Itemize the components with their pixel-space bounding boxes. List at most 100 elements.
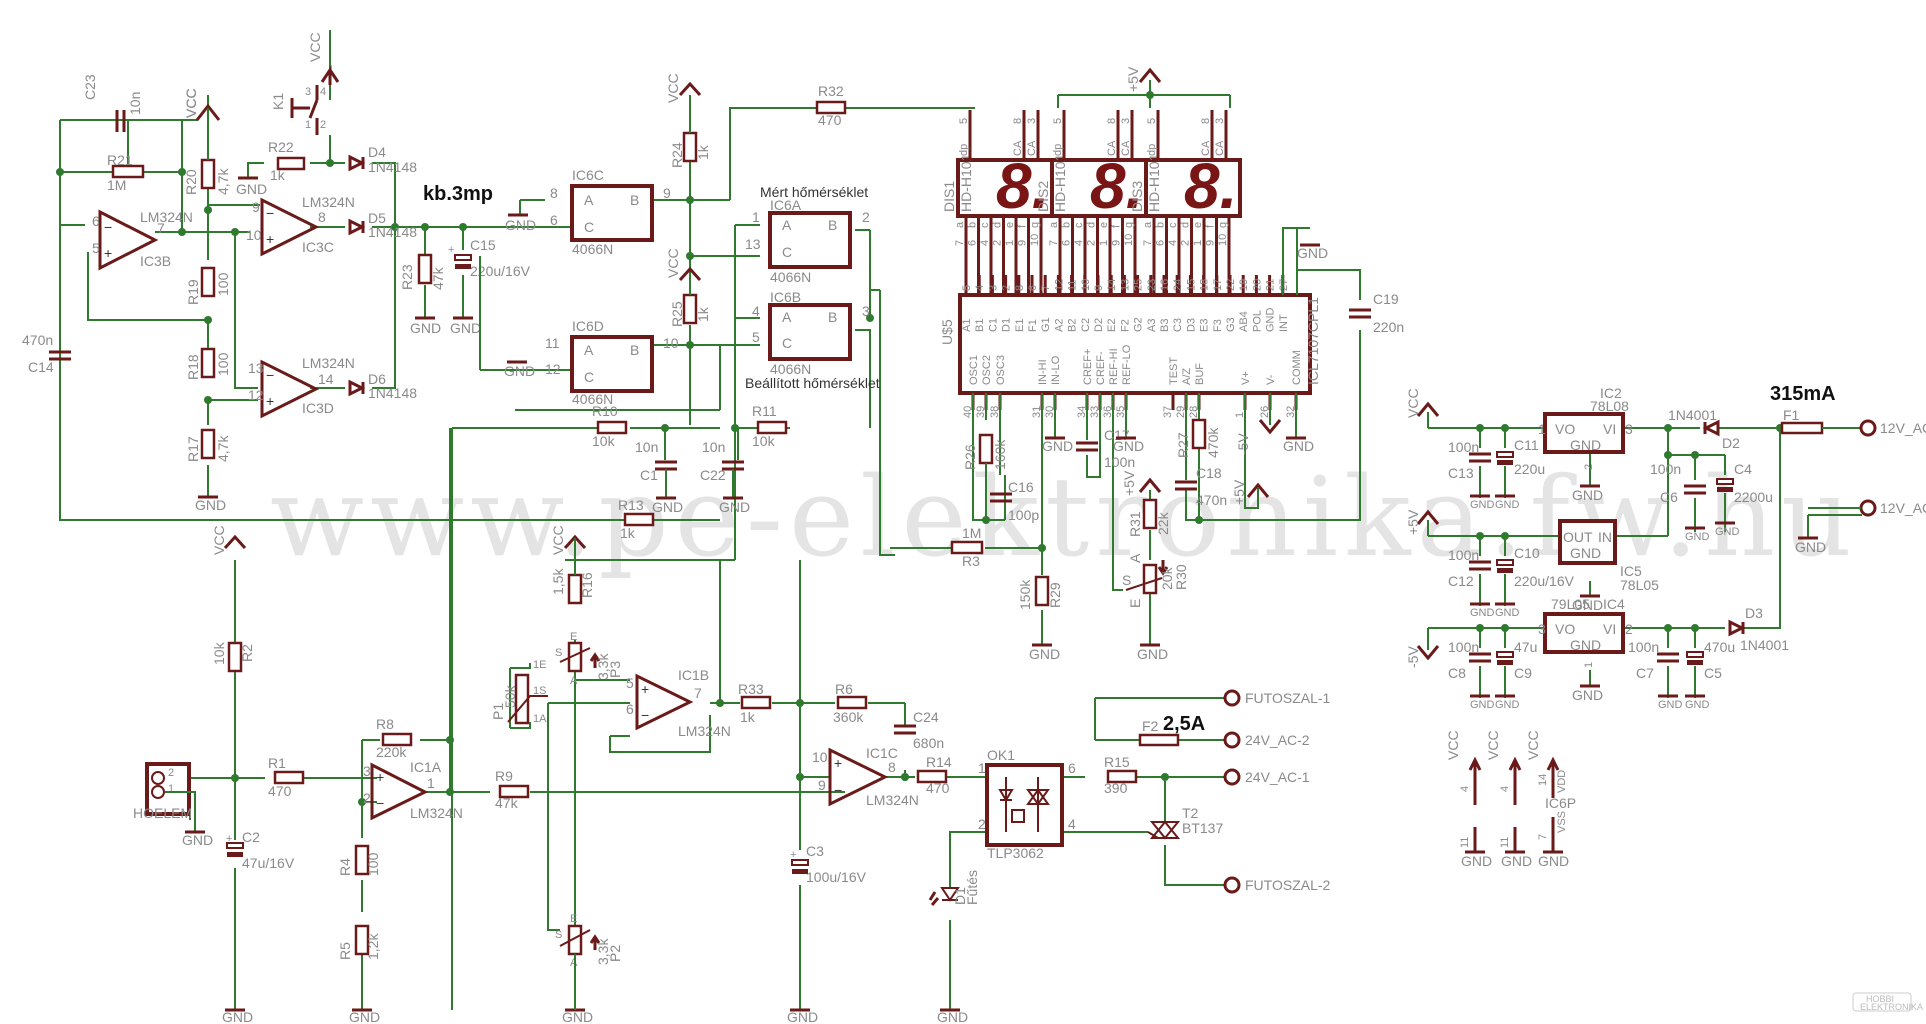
resistor-r10[interactable]: R10 10k — [592, 403, 628, 449]
capacitor-c18[interactable]: C18 470n — [1175, 465, 1227, 508]
diode-d2[interactable]: 1N4001 D2 — [1668, 407, 1740, 451]
diode-d3[interactable]: D3 1N4001 — [1728, 605, 1789, 653]
opamp-ic3b[interactable]: 6 5 7 LM324N IC3B −+ — [92, 209, 193, 271]
resistor-r11[interactable]: R11 10k — [752, 403, 788, 449]
resistor-r21[interactable]: R21 1M — [107, 152, 145, 193]
capacitor-c1[interactable]: 10n C1 GND — [635, 439, 683, 515]
resistor-r5[interactable]: R5 1,2k GND — [337, 924, 381, 1024]
regulator-ic4[interactable]: 79L05 IC4 3 2 1 VO VI GND GND — [1538, 596, 1633, 703]
diode-d6[interactable]: D6 1N4148 — [348, 371, 417, 401]
analog-switch-ic6a[interactable]: Mért hőmérséklet IC6A 4066N 1 13 2 A C B — [745, 184, 870, 285]
resistor-r20[interactable]: R20 4,7k VCC — [183, 88, 231, 195]
resistor-r8[interactable]: R8 220k — [376, 716, 413, 760]
capacitor-c23[interactable]: C23 10n — [82, 74, 143, 132]
resistor-r1[interactable]: R1 470 — [268, 755, 305, 799]
connector-futoszal-2[interactable]: FUTOSZAL-2 — [1223, 876, 1331, 894]
fuse-f2[interactable]: F2 2,5A — [1138, 713, 1205, 747]
digit-top-pin-label: CA — [1012, 140, 1024, 156]
capacitor-c15[interactable]: + C15 220u/16V GND — [448, 237, 531, 336]
diode-d5[interactable]: D5 1N4148 — [348, 210, 417, 240]
svg-text:OK1: OK1 — [987, 747, 1015, 763]
resistor-r13[interactable]: R13 1k — [618, 497, 655, 541]
svg-text:R9: R9 — [495, 768, 513, 784]
capacitor-c14[interactable]: 470n C14 — [22, 332, 71, 375]
trimmer-p3[interactable]: E S A 3,3k P3 — [555, 631, 623, 687]
capacitor-c3[interactable]: + C3 100u/16V GND — [787, 843, 867, 1024]
resistor-r19[interactable]: R19 100 — [185, 266, 231, 305]
resistor-r16[interactable]: VCC 1,5k R16 — [550, 525, 595, 605]
resistor-r25[interactable]: R25 1k VCC — [665, 248, 711, 327]
connector-24v-ac-1[interactable]: 24V_AC-1 — [1223, 768, 1310, 786]
capacitor-c2[interactable]: + C2 47u/16V GND — [222, 829, 295, 1024]
regulator-ic2[interactable]: IC2 78L08 1 3 2 VO VI GND GND — [1538, 385, 1633, 503]
capacitor-c16[interactable]: C16 100p — [990, 479, 1039, 523]
switch-k1[interactable]: K1 1 2 3 4 VCC — [270, 32, 340, 135]
resistor-r15[interactable]: R15 390 — [1104, 754, 1138, 796]
connector-futoszal-1[interactable]: FUTOSZAL-1 — [1223, 689, 1331, 707]
resistor-r3[interactable]: 1M R3 — [950, 525, 984, 569]
connector-12v-ac-2[interactable]: 12V_AC GND — [1795, 499, 1926, 555]
resistor-r9[interactable]: R9 47k — [495, 768, 530, 811]
optocoupler-ok1[interactable]: OK1 TLP3062 1 2 6 4 — [978, 747, 1076, 861]
trimmer-p2[interactable]: E S A 3,3k P2 GND — [555, 913, 623, 1024]
connector-12v-ac-1[interactable]: 12V_AC — [1859, 419, 1926, 437]
led-d1[interactable]: D1 Fűtés GND — [928, 870, 980, 1024]
analog-switch-ic6d[interactable]: IC6D 4066N 11 12 10 A C B GND — [504, 318, 679, 407]
resistor-r17[interactable]: R17 4,7k GND — [185, 428, 231, 513]
regulator-ic5[interactable]: OUT IN GND IC5 78L05 GND — [1558, 519, 1659, 613]
resistor-r14[interactable]: R14 470 — [916, 754, 952, 796]
resistor-r27[interactable]: R27 470k — [1175, 418, 1221, 458]
svg-text:Mért hőmérséklet: Mért hőmérséklet — [760, 184, 868, 200]
opamp-ic3c[interactable]: 9 10 8 LM324N IC3C −+ — [246, 194, 355, 257]
analog-switch-ic6b[interactable]: IC6B 4066N Beállított hőmérséklet 4 5 3 … — [745, 289, 880, 391]
opamp-ic1c[interactable]: 10 9 8 IC1C LM324N +− — [812, 745, 919, 808]
resistor-r31[interactable]: R31 22k — [1127, 498, 1171, 537]
opamp-ic1a[interactable]: 3 2 1 IC1A LM324N +− — [363, 759, 463, 821]
analog-switch-ic6c[interactable]: IC6C 4066N 8 6 9 A C B GND — [505, 167, 671, 257]
resistor-r23[interactable]: R23 47k GND — [399, 253, 446, 336]
opamp-ic3d[interactable]: 13 12 14 LM324N IC3D −+ — [248, 355, 355, 419]
resistor-r22[interactable]: R22 1k GND — [236, 139, 306, 197]
svg-text:R27: R27 — [1175, 432, 1191, 458]
fuse-f1[interactable]: F1 315mA — [1770, 383, 1850, 435]
adc-ic-ic7107[interactable] — [958, 293, 1312, 395]
potentiometer-p1[interactable]: P1 50k 1E 1S 1A — [490, 659, 548, 725]
capacitor-c22[interactable]: 10n C22 GND — [700, 439, 750, 515]
resistor-r6[interactable]: R6 360k — [833, 681, 868, 725]
resistor-r29[interactable]: 150k R29 GND — [1017, 575, 1063, 662]
adc-pin-num: 24 — [1172, 279, 1184, 291]
capacitor-c19[interactable]: C19 220n — [1349, 291, 1404, 335]
capacitor-c24[interactable]: C24 680n — [894, 709, 944, 751]
trimmer-r30[interactable]: A S E 20k R30 GND — [1122, 553, 1189, 662]
diode-d4[interactable]: D4 1N4148 — [348, 144, 417, 175]
opamp-ic1b[interactable]: 5 6 7 IC1B LM324N +− — [626, 667, 731, 739]
resistor-r26[interactable]: R26 160k — [962, 433, 1008, 520]
resistor-r24[interactable]: R24 1k VCC — [665, 73, 711, 168]
digit-seg-pin: 4 — [979, 240, 991, 246]
resistor-r33[interactable]: R33 1k — [738, 681, 772, 725]
digit-seg-name: g — [1217, 222, 1229, 228]
connector-24v-ac-2[interactable]: 24V_AC-2 — [1223, 731, 1310, 749]
resistor-r32[interactable]: R32 470 — [815, 83, 847, 128]
connector-hoelem[interactable]: 2 1 HOELEM GND — [133, 762, 213, 848]
resistor-r18[interactable]: R18 100 — [185, 347, 231, 380]
svg-text:S: S — [555, 647, 562, 659]
resistor-r4[interactable]: R4 100 — [337, 844, 381, 876]
svg-text:C2: C2 — [242, 829, 260, 845]
triac-t2[interactable]: T2 BT137 — [1147, 805, 1223, 840]
resistor-r2[interactable]: VCC 10k R2 — [211, 525, 255, 673]
